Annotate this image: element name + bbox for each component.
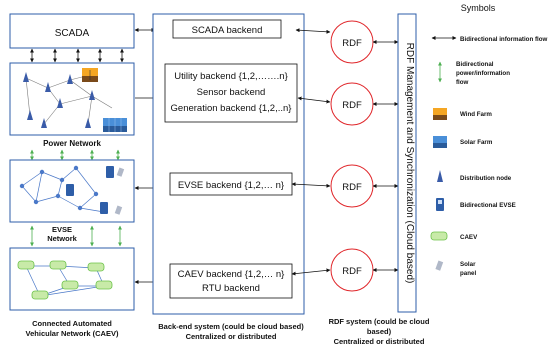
solar-farm-icon: [103, 118, 127, 132]
legend-caev: CAEV: [460, 234, 478, 241]
caev-legend-icon: [430, 231, 448, 241]
sensor-backend-label: Sensor backend: [197, 87, 266, 98]
distribution-node-icon: [57, 98, 63, 108]
evse-network-label-line1: EVSE: [52, 225, 72, 234]
distribution-node-icon: [67, 74, 73, 84]
evse-network-label-line2: Network: [47, 234, 77, 243]
power-network-label: Power Network: [43, 139, 101, 148]
power-evse-arrows: [30, 149, 120, 161]
distribution-node-icon: [41, 118, 47, 128]
bidirectional-evse-icon: [66, 166, 114, 214]
evse-backend-label: EVSE backend {1,2,… n}: [178, 180, 284, 191]
caev-backend-label: CAEV backend {1,2,… n}: [178, 269, 285, 280]
evse-network-lines: [21, 167, 105, 213]
wind-farm-legend-icon: [433, 108, 447, 120]
rdf-management-label: RDF Management and Synchronization (Clou…: [404, 43, 415, 284]
generation-backend-label: Generation backend {1,2,..n}: [171, 103, 292, 114]
caev-icon: [87, 262, 105, 272]
distribution-node-icon: [23, 72, 29, 82]
legend-title: Symbols: [461, 3, 496, 13]
distribution-node-icon: [85, 118, 91, 128]
caev-caption-line1: Connected Automated: [32, 319, 112, 328]
rtu-backend-label: RTU backend: [202, 283, 260, 294]
backend-caption-line2: Centralized or distributed: [186, 332, 277, 341]
wind-farm-icon: [82, 68, 98, 82]
distribution-node-icon: [45, 82, 51, 92]
distribution-node-icon: [89, 90, 95, 100]
legend-bidir-power-2: power/information: [456, 70, 510, 77]
rdf-management-connectors: [372, 40, 399, 272]
utility-backend-label: Utility backend {1,2,…….n}: [174, 71, 288, 82]
scada-backend-box: [172, 19, 282, 39]
utility-backend-box: [164, 63, 298, 123]
rdf-caption-line2: based): [367, 327, 392, 336]
legend-bidir-power-3: flow: [456, 79, 469, 86]
caev-icon: [17, 260, 35, 270]
evse-legend-icon: [436, 198, 444, 211]
scada-power-arrows: [30, 48, 124, 63]
distribution-nodes: [23, 72, 95, 128]
caev-icon: [49, 260, 67, 270]
caev-backend-box: [169, 263, 293, 299]
caev-icon: [31, 290, 49, 300]
rdf-caption-line1: RDF system (could be cloud: [329, 317, 430, 326]
evse-nodes: [19, 165, 99, 211]
legend-bidir-power-1: Bidirectional: [456, 61, 494, 68]
legend-distribution-node: Distribution node: [460, 175, 512, 182]
caev-network-box: [9, 247, 135, 311]
legend-solar-panel-1: Solar: [460, 261, 476, 268]
left-column: SCADA: [9, 13, 135, 338]
solar-farm-legend-icon: [433, 136, 447, 148]
rdf-management-bar: RDF Management and Synchronization (Clou…: [397, 13, 417, 313]
evse-network-box: [9, 159, 135, 223]
evse-caev-arrows: [30, 225, 122, 247]
legend-solar-farm: Solar Farm: [460, 139, 493, 146]
solar-panel-legend-icon: [435, 260, 444, 271]
distribution-node-legend-icon: [437, 170, 443, 182]
power-network-box: [9, 62, 135, 136]
backend-column: SCADA backend Utility backend {1,2,…….n}…: [152, 13, 305, 315]
legend-bidir-info: Bidirectional information flow: [460, 36, 548, 43]
scada-box: SCADA: [9, 13, 135, 49]
power-network-lines: [25, 75, 113, 125]
solar-panel-icon: [114, 167, 125, 215]
distribution-node-icon: [27, 110, 33, 120]
caev-caption-line2: Vehicular Network (CAEV): [26, 329, 119, 338]
rdf-node-label: RDF: [342, 182, 362, 193]
rdf-nodes: RDF RDF RDF RDF: [330, 20, 374, 292]
caev-icon: [61, 280, 79, 290]
legend-bidir-evse: Bidirectional EVSE: [460, 202, 516, 209]
rdf-node-label: RDF: [342, 266, 362, 277]
rdf-node-label: RDF: [342, 38, 362, 49]
rdf-node-label: RDF: [342, 100, 362, 111]
scada-label: SCADA: [55, 28, 90, 39]
caev-cars: [17, 260, 113, 300]
legend-wind-farm: Wind Farm: [460, 111, 492, 118]
rdf-caption-line3: Centralized or distributed: [334, 337, 425, 346]
backend-rdf-connectors: [291, 28, 331, 276]
caev-icon: [95, 280, 113, 290]
scada-backend-label: SCADA backend: [192, 25, 263, 36]
backend-caption-line1: Back-end system (could be cloud based): [158, 322, 304, 331]
legend: Symbols Bidirectional information flow B…: [430, 3, 548, 277]
legend-solar-panel-2: panel: [460, 270, 476, 277]
